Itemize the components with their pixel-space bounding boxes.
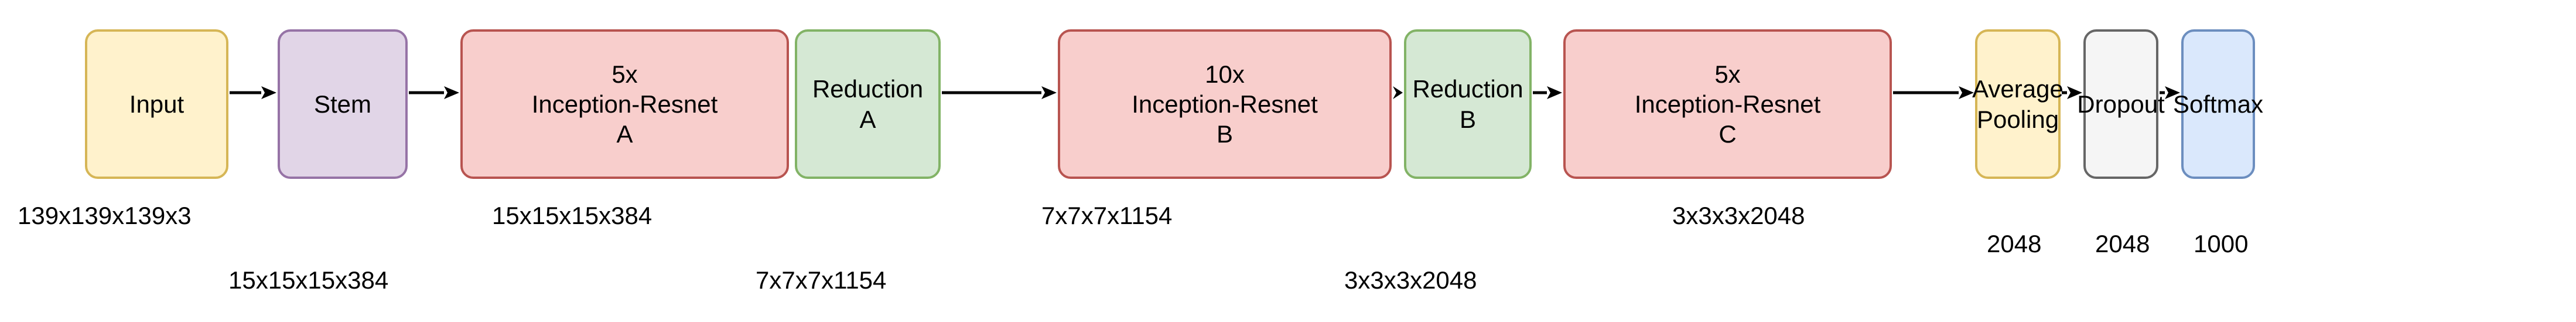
arrow-connector (2062, 81, 2082, 104)
dimension-label-ir-c-dims: 3x3x3x2048 (1672, 202, 1805, 229)
block-softmax[interactable]: Softmax (2173, 29, 2263, 179)
block-label-line: Inception-Resnet (1634, 90, 1821, 118)
arrow-connector (1533, 81, 1562, 104)
arrow-icon (230, 86, 276, 99)
block-label-line: 5x (1714, 60, 1741, 88)
block-stem[interactable]: Stem (278, 29, 408, 179)
block-label-line: Input (129, 90, 185, 118)
block-label-line: Reduction (1412, 75, 1523, 103)
dimension-label-reduction-b-dims: 3x3x3x2048 (1344, 266, 1477, 294)
block-label-line: Inception-Resnet (1132, 90, 1318, 118)
arrow-connector (1393, 81, 1403, 104)
block-label-line: B (1459, 105, 1476, 133)
arrow-icon (409, 86, 459, 99)
arrow-icon (1393, 86, 1403, 99)
dimension-label-softmax-dims: 1000 (2194, 230, 2249, 257)
arrow-icon (942, 86, 1057, 99)
arrow-connector (2160, 81, 2180, 104)
block-dropout[interactable]: Dropout (2077, 29, 2165, 179)
block-label-line: 10x (1205, 60, 1245, 88)
block-label-line: C (1719, 120, 1737, 148)
arrow-icon (1893, 86, 1974, 99)
block-label-line: Stem (313, 90, 372, 118)
block-label-line: 5x (611, 60, 638, 88)
arrow-icon (2160, 86, 2180, 99)
arrow-connector (1893, 81, 1974, 104)
block-label-line: Softmax (2172, 90, 2264, 118)
arrow-connector (409, 81, 459, 104)
dimension-label-ir-b-dims: 7x7x7x1154 (1041, 202, 1173, 229)
block-label-line: Dropout (2077, 90, 2165, 118)
dimension-label-avg-pool-dims: 2048 (1987, 230, 2042, 257)
arrow-icon (2062, 86, 2082, 99)
block-input[interactable]: Input (85, 29, 228, 179)
dimension-label-dropout-dims: 2048 (2095, 230, 2150, 257)
block-label-line: Pooling (1976, 105, 2059, 133)
block-label-line: A (859, 105, 876, 133)
arrow-connector (790, 81, 794, 104)
arrow-connector (942, 81, 1057, 104)
dimension-label-ir-a-dims: 15x15x15x384 (492, 202, 652, 229)
arrow-connector (230, 81, 276, 104)
dimension-label-input-dims: 139x139x139x3 (18, 202, 192, 229)
block-label-line: Average (1972, 75, 2063, 103)
block-label-line: B (1216, 120, 1233, 148)
arrow-icon (790, 86, 794, 99)
dimension-label-reduction-a-dims: 7x7x7x1154 (756, 266, 887, 294)
block-label-line: Inception-Resnet (531, 90, 718, 118)
dimension-label-stem-dims: 15x15x15x384 (228, 266, 389, 294)
arrow-icon (1533, 86, 1562, 99)
block-label-line: Reduction (812, 75, 924, 103)
block-label-line: A (616, 120, 633, 148)
